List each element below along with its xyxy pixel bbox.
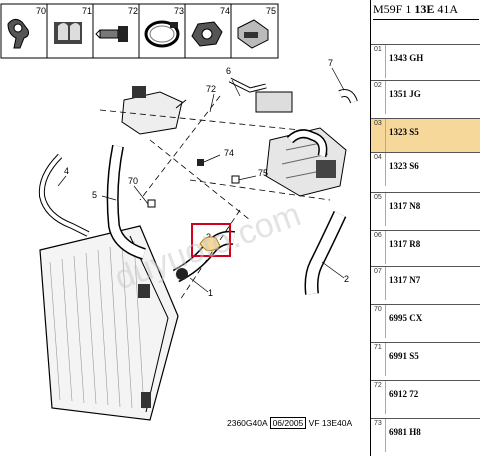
- parts-row-01[interactable]: 01 1343 GH: [371, 44, 480, 78]
- thumb-71-num: 71: [82, 6, 92, 16]
- parts-row-07[interactable]: 07 1317 N7: [371, 266, 480, 300]
- parts-list-panel: M59F 1 13E 41A 01 1343 GH 02 1351 JG 03 132…: [370, 0, 480, 456]
- parts-row-num: 05: [374, 194, 382, 201]
- pipe-clip-icon: [7, 18, 29, 49]
- thumbnail-row: 70 71 72 73 74 75: [0, 3, 279, 59]
- callout-leaders: [57, 67, 345, 293]
- parts-row-code: 1317 R8: [389, 239, 421, 249]
- hose-clamp-icon: [144, 20, 180, 48]
- parts-row-06[interactable]: 06 1317 R8: [371, 230, 480, 264]
- callout-5: 5: [92, 190, 97, 200]
- parts-row-code: 1323 S6: [389, 161, 419, 171]
- pipe-6: [228, 77, 293, 113]
- parts-row-03[interactable]: 03 1323 S5: [371, 118, 480, 152]
- parts-row-num: 01: [374, 46, 382, 53]
- clip-75-marker: [231, 175, 240, 184]
- parts-row-02[interactable]: 02 1351 JG: [371, 80, 480, 114]
- callout-4: 4: [64, 166, 69, 176]
- parts-row-04[interactable]: 04 1323 S6: [371, 152, 480, 186]
- model-header: M59F 1 13E 41A: [373, 0, 479, 20]
- parts-row-num: 03: [374, 120, 382, 127]
- parts-row-num: 73: [374, 420, 382, 427]
- parts-row-code: 6995 CX: [389, 313, 423, 323]
- thumb-73-num: 73: [174, 6, 184, 16]
- parts-row-num: 06: [374, 232, 382, 239]
- thumb-75-num: 75: [266, 6, 276, 16]
- parts-row-code: 1317 N8: [389, 201, 421, 211]
- parts-row-code: 1343 GH: [389, 53, 424, 63]
- clip-70-marker: [147, 199, 156, 208]
- parts-row-code: 6991 S5: [389, 351, 419, 361]
- expansion-tank: [121, 86, 187, 135]
- parts-row-code: 1323 S5: [389, 127, 419, 137]
- parts-row-71[interactable]: 71 6991 S5: [371, 342, 480, 376]
- footer-variant: VF 13E40A: [308, 418, 353, 428]
- elbow-7: [338, 89, 358, 104]
- parts-row-70[interactable]: 70 6995 CX: [371, 304, 480, 338]
- model-suffix: 41A: [437, 2, 459, 16]
- parts-row-num: 04: [374, 154, 382, 161]
- parts-row-num: 07: [374, 268, 382, 275]
- thumb-74-num: 74: [220, 6, 230, 16]
- bracket-clip-icon: [237, 19, 269, 49]
- nut-icon: [191, 21, 223, 47]
- model-bold: 13E: [414, 2, 435, 16]
- parts-row-code: 1317 N7: [389, 275, 421, 285]
- cooling-hose-diagram: 70 71 72 73 74 75: [0, 3, 358, 421]
- parts-row-num: 72: [374, 382, 382, 389]
- callout-7: 7: [328, 58, 333, 68]
- model-prefix: M59F 1: [373, 2, 412, 16]
- parts-row-code: 6981 H8: [389, 427, 421, 437]
- footer-date: 06/2005: [269, 417, 307, 429]
- parts-row-num: 02: [374, 82, 382, 89]
- hose-2: [304, 211, 347, 295]
- parts-row-code: 1351 JG: [389, 89, 421, 99]
- double-clip-icon: [54, 22, 82, 44]
- footer-ref: 2360G40A: [227, 418, 268, 428]
- parts-row-code: 6912 72: [389, 389, 419, 399]
- hose-3: [286, 129, 328, 158]
- thumb-70-num: 70: [36, 6, 46, 16]
- bolt-icon: [95, 26, 128, 42]
- nut-74-marker: [197, 159, 204, 166]
- thumb-72-num: 72: [128, 6, 138, 16]
- hose-5: [106, 144, 146, 260]
- callout-2: 2: [344, 274, 349, 284]
- radiator: [39, 225, 179, 421]
- callout-1: 1: [208, 288, 213, 298]
- parts-row-05[interactable]: 05 1317 N8: [371, 192, 480, 226]
- callout-72: 72: [206, 84, 216, 94]
- highlight-callout-box: [191, 223, 231, 257]
- callout-6: 6: [226, 66, 231, 76]
- callout-70: 70: [128, 176, 138, 186]
- parts-row-72[interactable]: 72 6912 72: [371, 380, 480, 414]
- parts-row-num: 71: [374, 344, 382, 351]
- diagram-footer: 2360G40A 06/2005 VF 13E40A: [227, 417, 353, 429]
- parts-row-73[interactable]: 73 6981 H8: [371, 418, 480, 452]
- callout-74: 74: [224, 148, 234, 158]
- callout-75: 75: [258, 168, 268, 178]
- hose-4: [38, 153, 90, 237]
- parts-row-num: 70: [374, 306, 382, 313]
